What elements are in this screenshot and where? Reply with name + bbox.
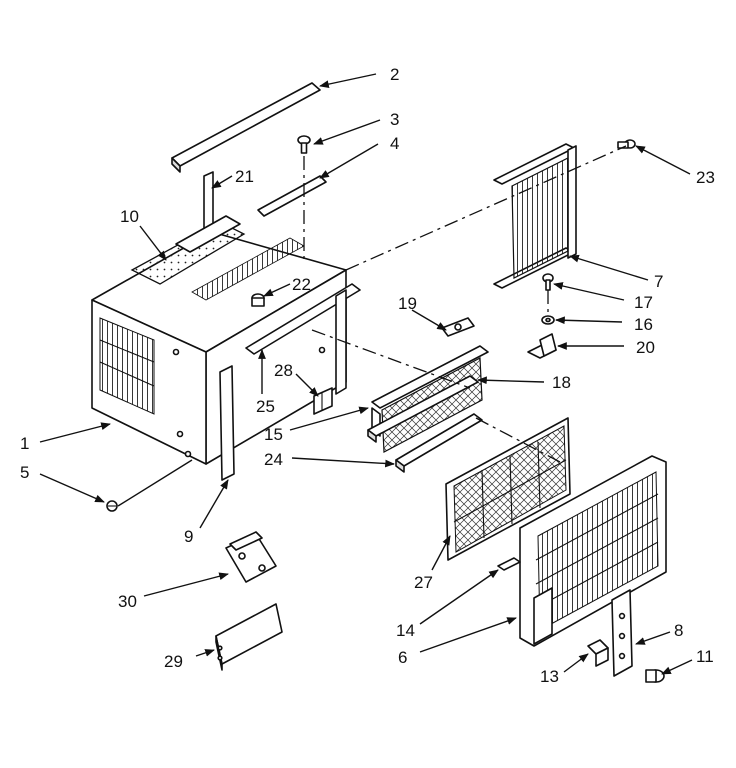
callout-17: 15 — [264, 425, 283, 444]
leader-24 — [291, 457, 395, 468]
leader-3 — [313, 119, 381, 145]
callout-4: 4 — [390, 134, 399, 153]
callout-8: 8 — [674, 621, 683, 640]
part-5-screw — [106, 500, 118, 512]
leader-23 — [635, 145, 691, 175]
leader-21 — [211, 175, 233, 189]
leader-28 — [295, 373, 319, 397]
callout-23: 23 — [696, 168, 715, 187]
parts-artwork — [91, 82, 667, 683]
callout-18: 18 — [552, 373, 571, 392]
callout-11: 11 — [696, 647, 714, 666]
part-7-rear-panel — [493, 143, 577, 289]
callout-5: 5 — [20, 463, 29, 482]
part-1-cabinet — [91, 215, 347, 465]
callout-3: 3 — [390, 110, 399, 129]
callout-labels: 2 3 4 21 10 22 23 7 17 16 20 19 18 28 25… — [20, 65, 715, 686]
callout-13: 13 — [540, 667, 559, 686]
part-24-bar — [395, 413, 483, 473]
part-6-front-grille — [519, 455, 667, 647]
part-8-plate — [611, 589, 633, 677]
callout-2: 2 — [390, 65, 399, 84]
callout-25: 25 — [256, 397, 275, 416]
part-17-18-frames — [367, 345, 489, 453]
leader-27 — [431, 535, 451, 571]
callout-27: 27 — [414, 573, 433, 592]
leader-16 — [553, 282, 625, 301]
leader-29 — [195, 649, 215, 657]
leader-11 — [661, 659, 693, 675]
callout-22: 22 — [292, 275, 311, 294]
leader-15 — [555, 316, 623, 325]
leader-1 — [39, 422, 111, 443]
callout-9: 9 — [184, 527, 193, 546]
callout-30: 30 — [118, 592, 137, 611]
leader-5 — [39, 473, 105, 503]
callout-21: 21 — [235, 167, 254, 186]
leader-14 — [419, 569, 499, 625]
part-20-clip — [527, 333, 557, 359]
callout-6: 6 — [398, 648, 407, 667]
callout-14: 14 — [396, 621, 415, 640]
leader-19 — [411, 309, 447, 331]
leader-lines — [39, 73, 693, 675]
leader-7 — [569, 254, 649, 281]
part-22-plug — [251, 293, 265, 307]
callout-28: 28 — [274, 361, 293, 380]
callout-1: 1 — [20, 434, 29, 453]
part-4-bracket — [257, 175, 327, 217]
part-30-bracket — [225, 531, 277, 583]
leader-2 — [319, 73, 377, 88]
part-13-block — [587, 639, 609, 667]
callout-19: 19 — [398, 294, 417, 313]
part-3-screw — [297, 135, 311, 154]
callout-10: 10 — [120, 207, 139, 226]
leader-9 — [199, 479, 229, 529]
callout-24: 24 — [264, 450, 283, 469]
leader-13 — [563, 653, 589, 673]
callout-15: 16 — [634, 315, 653, 334]
part-9-side-strip — [219, 365, 235, 481]
leader-8 — [635, 631, 671, 645]
leader-18 — [477, 376, 545, 385]
leader-30 — [143, 572, 229, 597]
part-2-top-rail — [171, 82, 321, 173]
callout-20: 20 — [636, 338, 655, 357]
part-14-shaft — [497, 557, 521, 571]
part-25-channel — [245, 283, 361, 395]
callout-29: 29 — [164, 652, 183, 671]
part-23-pin — [617, 139, 636, 149]
part-16-screw — [542, 273, 554, 291]
leader-6 — [419, 617, 517, 653]
leader-10 — [139, 225, 167, 261]
part-29-panel — [215, 603, 283, 671]
leader-5-cabinet — [117, 459, 193, 507]
part-27-filter — [445, 417, 571, 561]
callout-7: 7 — [654, 272, 663, 291]
callout-16: 17 — [634, 293, 653, 312]
leader-4 — [319, 143, 379, 179]
part-19-latch — [441, 317, 475, 337]
part-15-washer — [541, 315, 555, 325]
part-11-knob — [645, 669, 665, 683]
leader-22 — [263, 283, 291, 297]
leader-17 — [289, 406, 369, 431]
